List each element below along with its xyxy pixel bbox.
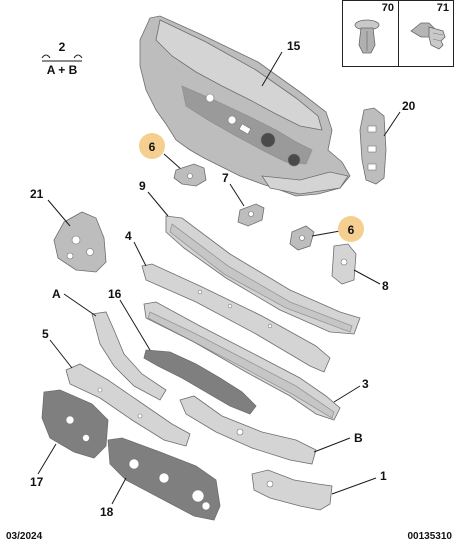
leader-18 [111, 477, 127, 505]
footer-date: 03/2024 [6, 531, 43, 542]
part-21-bracket[interactable] [53, 211, 107, 273]
legend-top-text: 2 [59, 40, 66, 54]
part-b-panel[interactable] [179, 395, 317, 465]
assembly-legend: 2 A + B [41, 40, 83, 77]
part-7-bracket[interactable] [237, 203, 265, 227]
callout-6-upper: 6 [149, 140, 156, 154]
fir-tree-clip-icon [410, 22, 446, 50]
part-9-cowl-strip[interactable] [165, 215, 361, 335]
callout-9: 9 [139, 179, 146, 193]
footer-code: 00135310 [407, 531, 453, 542]
leader-3 [333, 385, 361, 403]
part-8-plate[interactable] [331, 243, 357, 285]
inset-71-clip[interactable]: 71 [398, 0, 454, 67]
part-20-side-bracket[interactable] [359, 107, 387, 185]
callout-5: 5 [42, 327, 49, 341]
part-1-bracket[interactable] [251, 469, 333, 511]
legend-bottom-text: A + B [47, 63, 78, 77]
leader-5 [49, 339, 73, 369]
part-18-panel[interactable] [107, 437, 221, 521]
callout-15: 15 [287, 39, 301, 53]
push-clip-icon [354, 19, 380, 54]
part-a-side-member[interactable] [91, 311, 167, 401]
leader-15 [261, 51, 283, 87]
callout-18: 18 [100, 505, 114, 519]
callout-21: 21 [30, 187, 44, 201]
leader-17 [37, 443, 57, 475]
callout-7: 7 [222, 171, 229, 185]
leader-9 [147, 191, 169, 217]
part-15-bulkhead-panel[interactable] [139, 15, 351, 197]
inset-70-clip[interactable]: 70 [342, 0, 399, 67]
part-17-panel[interactable] [41, 389, 109, 459]
legend-brace [41, 54, 83, 59]
part-3-crossmember[interactable] [143, 301, 341, 421]
leader-b [313, 437, 351, 453]
callout-8: 8 [382, 279, 389, 293]
callout-20: 20 [402, 99, 416, 113]
callout-4: 4 [125, 229, 132, 243]
callout-17: 17 [30, 475, 44, 489]
callout-6-lower: 6 [348, 223, 355, 237]
callout-b: B [354, 431, 363, 445]
leader-8 [353, 269, 381, 285]
part-5-side-member[interactable] [65, 363, 191, 447]
callout-1: 1 [380, 469, 387, 483]
part-4-crossmember[interactable] [141, 263, 331, 373]
leader-20 [383, 111, 401, 137]
inset-71-number: 71 [436, 2, 449, 14]
leader-6-lower [311, 230, 341, 237]
leader-a [63, 293, 97, 317]
leader-1 [331, 477, 377, 495]
highlight-circle-6-upper [139, 133, 165, 159]
leader-7 [229, 183, 245, 207]
leader-21 [47, 199, 71, 227]
leader-4 [133, 241, 147, 267]
leader-16 [119, 299, 151, 351]
part-6-bracket-upper[interactable] [173, 163, 207, 187]
callout-16: 16 [108, 287, 122, 301]
part-16-reinforcement[interactable] [143, 349, 257, 415]
part-6-bracket-lower[interactable] [289, 225, 315, 251]
inset-70-number: 70 [381, 2, 394, 14]
callout-a: A [52, 287, 61, 301]
leader-6-upper [163, 153, 183, 171]
highlight-circle-6-lower [338, 216, 364, 242]
callout-3: 3 [362, 377, 369, 391]
